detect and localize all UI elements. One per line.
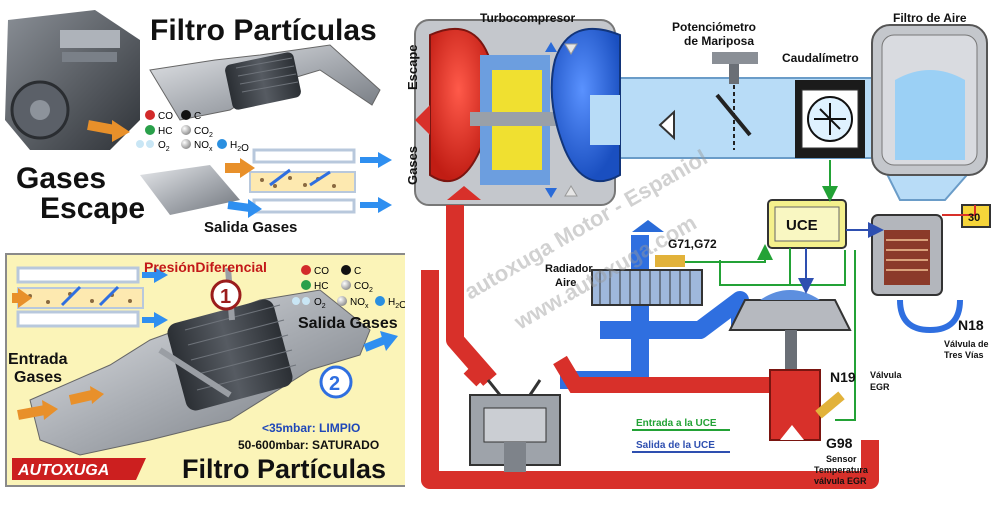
g98-desc-1: Sensor	[826, 454, 857, 464]
bottom-inlet-label-2: Gases	[14, 369, 62, 386]
top-dpf-panel: CO C HC CO2 O2 NOx H2O Filtro Partículas…	[0, 0, 405, 248]
escape-vertical-label: Escape	[405, 44, 420, 90]
ecu-label: UCE	[786, 217, 818, 234]
marker-2-label: 2	[329, 373, 340, 395]
throttle-label-2: de Mariposa	[684, 34, 754, 48]
legend-nox-bottom: NOx	[350, 297, 369, 310]
intercooler-label-2: Aire	[555, 277, 576, 289]
legend-h2o-bottom: H2O	[388, 297, 407, 311]
hc-marker-icon	[145, 125, 155, 135]
legend-hc-top: HC	[158, 126, 172, 137]
status-saturated-label: 50-600mbar: SATURADO	[238, 438, 379, 452]
emission-legend-bottom: CO C HC CO2 O2 NOx H2O	[292, 265, 407, 311]
top-outlet-label: Salida Gases	[204, 219, 297, 236]
marker-1-circle	[210, 279, 242, 311]
emission-legend-top: CO C HC CO2 O2 NOx H2O	[136, 110, 249, 154]
legend-co-bottom: CO	[314, 266, 329, 277]
exhaust-manifold	[421, 205, 879, 489]
dpf-filter-illustration-top	[140, 44, 381, 215]
flowmeter	[795, 80, 865, 158]
pressure-diff-label: PresiónDiferencial	[144, 259, 267, 275]
legend-co-top: CO	[158, 111, 173, 122]
bottom-panel-title: Filtro Partículas	[182, 454, 386, 484]
n18-desc-1: Válvula de	[944, 339, 989, 349]
flowmeter-label: Caudalímetro	[782, 51, 859, 65]
air-filter-housing	[871, 24, 988, 176]
filter-flow-schematic-bottom	[12, 266, 168, 328]
legend-c-top: C	[194, 111, 201, 122]
legend-co2-top: CO2	[194, 126, 213, 139]
ecu-signal-legend: Entrada a la UCE Salida de la UCE	[626, 408, 736, 456]
o2-marker-icon	[146, 140, 154, 148]
relay-30-label: 30	[968, 212, 980, 224]
gas-inlet-arrow-top	[87, 120, 116, 135]
legend-o2-top: O2	[158, 140, 170, 153]
dpf-filter-illustration-bottom	[29, 267, 371, 456]
brand-label: AUTOXUGA	[17, 462, 109, 479]
intercooler-label-1: Radiador	[545, 263, 593, 275]
engine-air-diagram: Entrada a la UCE Salida de la UCE autoxu…	[405, 0, 1000, 500]
top-panel-title: Filtro Partículas	[150, 14, 377, 47]
legend-input-label: Entrada a la UCE	[636, 418, 717, 429]
h2o-marker-icon	[217, 139, 227, 149]
n19-desc-2: EGR	[870, 382, 890, 392]
bottom-inlet-label-1: Entrada	[8, 351, 68, 368]
legend-c-bottom: C	[354, 266, 361, 277]
marker-2-circle	[319, 365, 353, 399]
top-gases-label: Gases	[16, 162, 106, 195]
egr-valve	[728, 290, 852, 441]
throttle-potentiometer	[712, 52, 758, 150]
bottom-outlet-label: Salida Gases	[298, 315, 398, 332]
gases-vertical-label: Gases	[405, 146, 420, 185]
legend-output-label: Salida de la UCE	[636, 440, 715, 451]
marker-1-label: 1	[220, 286, 231, 308]
turbocharger	[414, 19, 675, 206]
exhaust-out-arrow	[415, 105, 430, 135]
n19-desc-1: Válvula	[870, 370, 903, 380]
air-filter-label: Filtro de Aire	[893, 11, 967, 25]
legend-hc-bottom: HC	[314, 281, 328, 292]
legend-h2o-top: H2O	[230, 140, 249, 154]
co-marker-icon	[145, 110, 155, 120]
g71-label: G71,G72	[668, 237, 717, 251]
g98-label: G98	[826, 435, 853, 451]
n18-label: N18	[958, 317, 984, 333]
c-marker-icon	[181, 110, 191, 120]
ecu-unit	[767, 199, 847, 249]
intercooler	[591, 269, 703, 306]
status-clean-label: <35mbar: LIMPIO	[262, 421, 360, 435]
g98-desc-3: válvula EGR	[814, 476, 867, 486]
g71-sensor	[655, 255, 685, 267]
bottom-dpf-panel: CO C HC CO2 O2 NOx H2O PresiónDiferencia…	[5, 253, 421, 487]
legend-o2-bottom: O2	[314, 297, 326, 310]
turbo-label: Turbocompresor	[480, 11, 575, 25]
n18-valve	[871, 214, 963, 334]
legend-co2-bottom: CO2	[354, 281, 373, 294]
g98-desc-2: Temperatura	[814, 465, 869, 475]
legend-nox-top: NOx	[194, 140, 213, 153]
top-escape-label: Escape	[40, 192, 145, 225]
n19-label: N19	[830, 369, 856, 385]
n18-desc-2: Tres Vías	[944, 350, 984, 360]
throttle-label-1: Potenciómetro	[672, 20, 756, 34]
nox-marker-icon	[181, 139, 191, 149]
co2-marker-icon	[181, 125, 191, 135]
engine-cylinder	[469, 379, 561, 472]
engine-block-illustration	[5, 10, 140, 150]
filter-flow-schematic-top	[225, 148, 392, 214]
brand-badge: AUTOXUGA	[12, 458, 146, 480]
